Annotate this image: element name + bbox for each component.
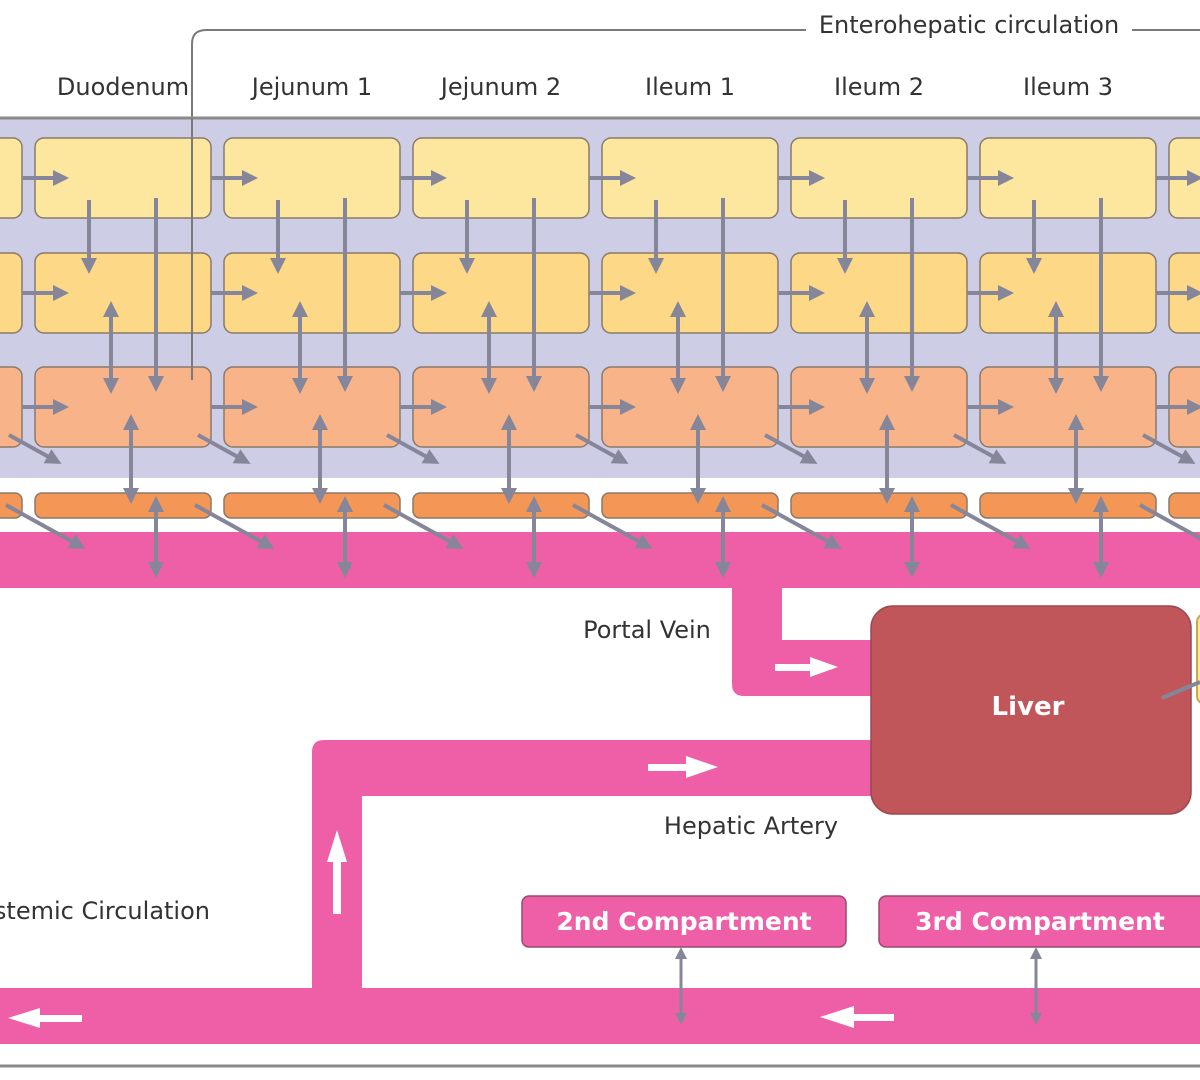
third-compartment[interactable] [878,895,1200,948]
wall-lymph-diagonal-arrow [575,433,629,464]
mesentery-blood-diagonal-arrow [1139,503,1200,541]
mesentery-blood-diagonal-arrow [572,503,653,549]
compartment-mesentery[interactable] [790,492,968,519]
compartment-lumen-upper[interactable] [0,137,23,219]
flow-arrows [8,657,894,1028]
wall-lymph-diagonal-arrow [386,433,440,464]
bile-flow-arrow [1161,680,1200,700]
segment-label: Ileum 3 [1023,73,1113,101]
systemic-circulation-label: Systemic Circulation [0,897,210,925]
wall-lymph-diagonal-arrow [8,433,62,464]
portal-vein-label: Portal Vein [583,616,711,644]
liver-label: Liver [992,692,1065,722]
hepatic-artery-label: Hepatic Artery [664,812,838,840]
enterohepatic-bracket [191,29,1200,470]
portal-vein-vessel [732,588,880,696]
segment-labels: Duodenum Jejunum 1 Jejunum 2 Ileum 1 Ileum 2… [57,73,1113,101]
wall-lymph-diagonal-arrow [764,433,818,464]
mesenteric-blood-band [0,532,1200,588]
compartment-mesentery[interactable] [223,492,401,519]
wall-lymph-diagonal-arrow [1142,433,1196,464]
enterohepatic-circulation-label: Enterohepatic circulation [819,11,1119,39]
mesentery-blood-diagonal-arrow [950,503,1031,549]
systemic-up-arrow-icon [327,830,347,914]
portal-flow-arrow-icon [775,657,838,677]
segment-label: Duodenum [57,73,189,101]
compartment-lumen-lower[interactable] [0,252,23,334]
compartment-mesentery[interactable] [601,492,779,519]
mesentery-blood-diagonal-arrow [383,503,464,549]
segment-label: Jejunum 2 [439,73,561,101]
systemic-circulation-band [0,988,1200,1044]
compartment-mesentery[interactable] [34,492,212,519]
compartment-mesentery[interactable] [1168,492,1200,519]
mesentery-blood-diagonal-arrow [5,503,86,549]
second-compartment-label: 2nd Compartment [556,907,811,936]
third-compartment-label: 3rd Compartment [915,907,1165,936]
systemic-left-arrow-icon [8,1008,82,1028]
liver-compartment[interactable] [870,605,1192,815]
gut-transfer-arrows [5,170,1200,578]
return-left-arrow-icon [820,1006,894,1028]
mesentery-blood-diagonal-arrow [194,503,275,549]
mesentery-blood-diagonal-arrow [761,503,842,549]
segment-label: Jejunum 1 [250,73,372,101]
segment-label: Ileum 2 [834,73,924,101]
wall-lymph-diagonal-arrow [953,433,1007,464]
segment-label: Ileum 1 [645,73,735,101]
compartment-mesentery[interactable] [412,492,590,519]
hepatic-artery-vessel [312,740,880,990]
hepatic-flow-arrow-icon [648,756,718,778]
compartment-mesentery[interactable] [979,492,1157,519]
wall-lymph-diagonal-arrow [197,433,251,464]
